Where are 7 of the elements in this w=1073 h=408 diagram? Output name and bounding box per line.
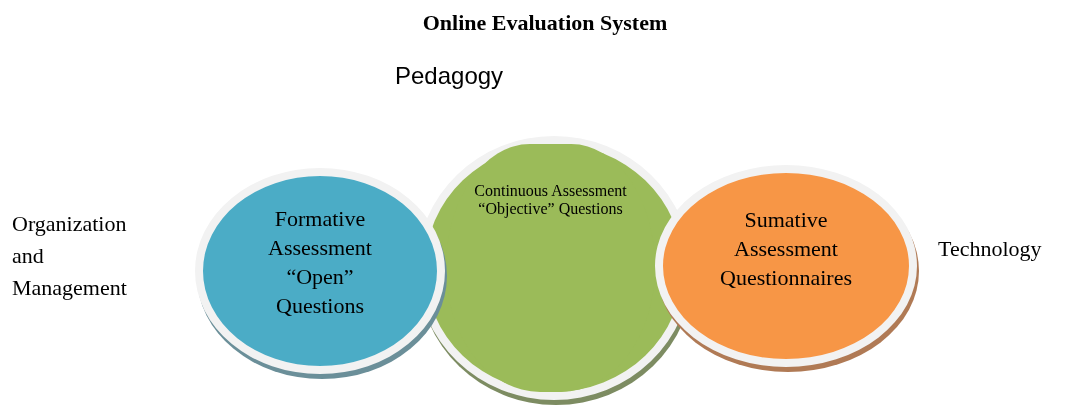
node-label: Sumative Assessment Questionnaires: [719, 206, 853, 292]
text-label: Technology: [938, 236, 1042, 262]
title: Online Evaluation System: [421, 10, 669, 36]
text-label: Organization and Management: [12, 210, 128, 302]
text-label: Pedagogy: [395, 62, 504, 90]
node-label: Continuous Assessment “Objective” Questions: [474, 182, 627, 217]
node-label: Formative Assessment “Open” Questions: [267, 205, 373, 320]
